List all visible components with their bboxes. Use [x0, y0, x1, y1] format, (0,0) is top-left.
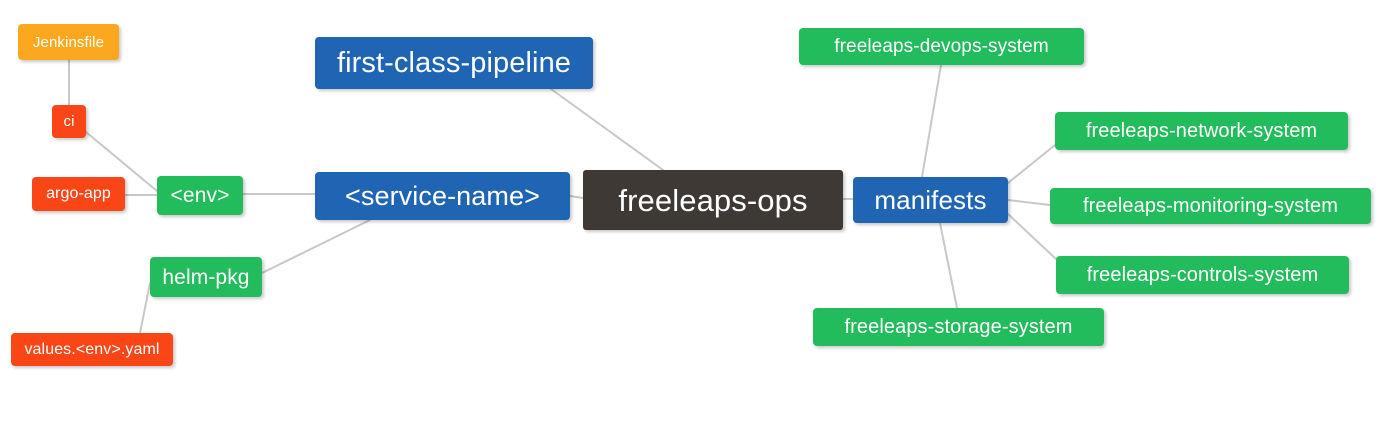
node-env[interactable]: <env> — [157, 176, 243, 215]
edge-manifests-to-network-system — [1007, 144, 1056, 184]
edge-manifests-to-storage-system — [939, 222, 958, 309]
edge-manifests-to-controls-system — [1007, 213, 1057, 260]
edge-helm-pkg-to-values-yaml — [139, 282, 151, 334]
node-controls-system[interactable]: freeleaps-controls-system — [1056, 256, 1349, 294]
edge-manifests-to-devops-system — [921, 64, 942, 178]
node-monitoring-system[interactable]: freeleaps-monitoring-system — [1050, 188, 1371, 224]
node-service-name[interactable]: <service-name> — [315, 172, 570, 220]
node-jenkinsfile[interactable]: Jenkinsfile — [18, 24, 119, 60]
node-network-system[interactable]: freeleaps-network-system — [1055, 112, 1348, 150]
node-storage-system[interactable]: freeleaps-storage-system — [813, 308, 1104, 346]
node-manifests[interactable]: manifests — [853, 177, 1008, 223]
node-argo-app[interactable]: argo-app — [32, 177, 125, 211]
node-devops-system[interactable]: freeleaps-devops-system — [799, 28, 1084, 65]
node-values-yaml[interactable]: values.<env>.yaml — [11, 333, 173, 366]
edge-manifests-to-monitoring-system — [1007, 199, 1051, 206]
edge-first-class-pipeline-to-freeleaps-ops — [550, 88, 664, 171]
edge-service-name-to-freeleaps-ops — [569, 195, 584, 199]
node-helm-pkg[interactable]: helm-pkg — [150, 257, 262, 297]
node-ci[interactable]: ci — [52, 105, 86, 138]
node-freeleaps-ops[interactable]: freeleaps-ops — [583, 170, 843, 230]
edge-service-name-to-helm-pkg — [261, 219, 371, 274]
node-first-class-pipeline[interactable]: first-class-pipeline — [315, 37, 593, 89]
